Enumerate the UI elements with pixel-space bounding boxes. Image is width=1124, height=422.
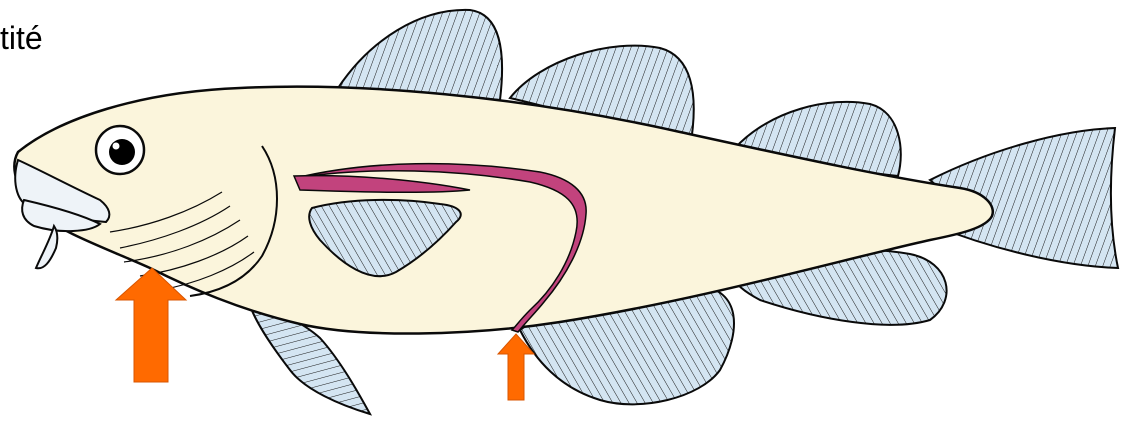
large-arrow-icon (116, 268, 186, 382)
barbel (36, 226, 57, 268)
eye-highlight (113, 143, 120, 150)
eye-pupil (109, 139, 135, 165)
first-dorsal-fin (338, 10, 502, 100)
